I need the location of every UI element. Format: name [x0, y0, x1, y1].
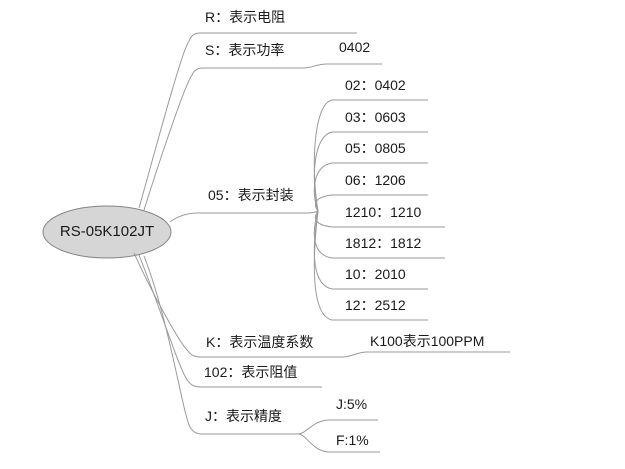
package-child-label-2010[interactable]: 10：2010	[345, 266, 406, 282]
package-child-label-2512[interactable]: 12：2512	[345, 297, 406, 313]
branch-k-child-label[interactable]: K100表示100PPM	[370, 333, 485, 349]
branch-r-label[interactable]: R：表示电阻	[205, 9, 286, 25]
package-child-line-1812	[313, 210, 445, 259]
branch-s-child-label[interactable]: 0402	[339, 39, 371, 55]
j-child-line-5pct	[297, 419, 378, 435]
j-child-label-1pct[interactable]: F:1%	[336, 432, 369, 448]
branch-j-label[interactable]: J：表示精度	[205, 408, 282, 424]
branch-j-line	[143, 255, 298, 435]
branch-k-label[interactable]: K：表示温度系数	[206, 334, 314, 350]
package-child-label-0402[interactable]: 02：0402	[345, 77, 406, 93]
branch-package-label[interactable]: 05：表示封装	[208, 187, 294, 203]
j-child-label-5pct[interactable]: J:5%	[336, 396, 368, 412]
package-child-label-1206[interactable]: 06：1206	[345, 172, 406, 188]
branch-package-line	[169, 210, 319, 223]
branch-s-line	[143, 63, 382, 211]
package-child-line-1206	[314, 194, 428, 212]
package-child-line-1210	[314, 210, 445, 228]
branch-value-line	[138, 254, 322, 388]
package-child-line-0603	[313, 131, 428, 212]
package-child-label-0603[interactable]: 03：0603	[345, 109, 406, 125]
root-node-label[interactable]: RS-05K102JT	[59, 223, 155, 240]
package-child-label-1812[interactable]: 1812：1812	[345, 235, 422, 251]
branch-value-label[interactable]: 102：表示阻值	[204, 364, 298, 380]
root-node-shape[interactable]	[42, 205, 172, 259]
package-child-line-0805	[313, 162, 428, 212]
branch-s-label[interactable]: S：表示功率	[205, 42, 285, 58]
branch-r-line	[138, 32, 357, 209]
package-child-label-1210[interactable]: 1210：1210	[345, 204, 422, 220]
package-child-line-0402	[313, 99, 428, 212]
package-child-label-0805[interactable]: 05：0805	[345, 140, 406, 156]
package-child-line-2512	[313, 210, 428, 321]
j-child-line-1pct	[297, 433, 380, 453]
